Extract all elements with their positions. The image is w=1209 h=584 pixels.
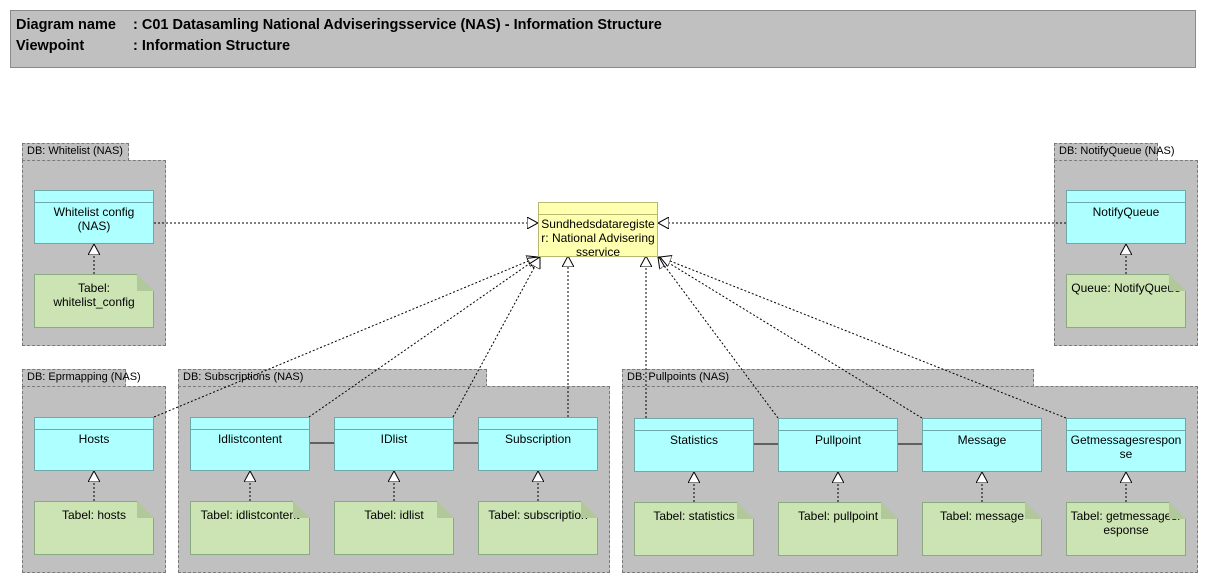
class-header (191, 418, 309, 430)
artifact-hosts[interactable]: Tabel: hosts (34, 501, 154, 555)
class-header (1067, 191, 1185, 203)
class-header (923, 419, 1041, 431)
note-fold-icon (1169, 502, 1186, 519)
central-component-name: Sundhedsdataregister: National Adviserin… (541, 217, 655, 257)
class-name: Hosts (78, 432, 110, 446)
class-name: Message (957, 433, 1007, 447)
note-fold-icon (437, 501, 454, 518)
diagram-name-label: Diagram name (16, 17, 116, 33)
class-idlistcontent[interactable]: Idlistcontent (190, 417, 310, 471)
class-header (35, 418, 153, 430)
artifact-label: Tabel: getmessagesresponse (1070, 509, 1182, 537)
artifact-label: Tabel: idlistcontent (200, 508, 300, 522)
note-fold-icon (737, 502, 754, 519)
note-fold-icon (881, 502, 898, 519)
artifact-getmessagesresponse[interactable]: Tabel: getmessagesresponse (1066, 502, 1186, 556)
artifact-message[interactable]: Tabel: message (922, 502, 1042, 556)
package-tab-whitelist[interactable]: DB: Whitelist (NAS) (22, 143, 129, 161)
central-component-header (539, 203, 657, 215)
diagram-name-row: Diagram name : C01 Datasamling National A… (16, 17, 662, 33)
artifact-label: Tabel: idlist (364, 508, 424, 522)
package-tab-eprmapping[interactable]: DB: Eprmapping (NAS) (22, 369, 141, 387)
note-fold-icon (1025, 502, 1042, 519)
class-name: Whitelist config (NAS) (53, 205, 135, 233)
note-fold-icon (1169, 274, 1186, 291)
package-tab-pullpoints[interactable]: DB: Pullpoints (NAS) (622, 369, 1034, 387)
class-name: IDlist (380, 432, 408, 446)
class-header (479, 418, 597, 430)
note-fold-icon (581, 501, 598, 518)
artifact-label: Tabel: message (939, 509, 1025, 523)
class-subscription[interactable]: Subscription (478, 417, 598, 471)
artifact-pullpoint[interactable]: Tabel: pullpoint (778, 502, 898, 556)
class-name: Pullpoint (814, 433, 862, 447)
artifact-label: Tabel: whitelist_config (53, 281, 135, 309)
class-header (35, 191, 153, 203)
artifact-subscription[interactable]: Tabel: subscription (478, 501, 598, 555)
class-name: Idlistcontent (217, 432, 283, 446)
artifact-label: Tabel: hosts (61, 508, 127, 522)
class-statistics[interactable]: Statistics (634, 418, 754, 472)
viewpoint-label: Viewpoint (16, 38, 85, 54)
class-hosts[interactable]: Hosts (34, 417, 154, 471)
artifact-label: Tabel: statistics (653, 509, 735, 523)
diagram-name-value: : C01 Datasamling National Adviseringsse… (133, 17, 662, 33)
central-component[interactable]: Sundhedsdataregister: National Adviserin… (538, 202, 658, 257)
artifact-notifyqueue[interactable]: Queue: NotifyQueue (1066, 274, 1186, 328)
note-fold-icon (137, 274, 154, 291)
class-name: Subscription (504, 432, 572, 446)
class-header (335, 418, 453, 430)
package-tab-subscriptions[interactable]: DB: Subscriptions (NAS) (178, 369, 487, 387)
class-idlist[interactable]: IDlist (334, 417, 454, 471)
viewpoint-value: : Information Structure (133, 38, 291, 54)
artifact-label: Tabel: pullpoint (797, 509, 879, 523)
class-name: Getmessagesresponse (1070, 433, 1182, 461)
class-notifyqueue[interactable]: NotifyQueue (1066, 190, 1186, 244)
artifact-label: Queue: NotifyQueue (1071, 281, 1181, 295)
artifact-whitelist-config[interactable]: Tabel: whitelist_config (34, 274, 154, 328)
class-header (779, 419, 897, 431)
note-fold-icon (137, 501, 154, 518)
package-tab-notifyqueue[interactable]: DB: NotifyQueue (NAS) (1054, 143, 1175, 161)
note-fold-icon (293, 501, 310, 518)
class-getmessagesresponse[interactable]: Getmessagesresponse (1066, 418, 1186, 472)
class-name: Statistics (669, 433, 718, 447)
class-pullpoint[interactable]: Pullpoint (778, 418, 898, 472)
diagram-header: Diagram name : C01 Datasamling National A… (10, 10, 1196, 68)
artifact-label: Tabel: subscription (488, 508, 588, 522)
class-whitelist-config[interactable]: Whitelist config (NAS) (34, 190, 154, 244)
class-header (635, 419, 753, 431)
class-message[interactable]: Message (922, 418, 1042, 472)
viewpoint-row: Viewpoint : Information Structure (16, 38, 290, 54)
class-header (1067, 419, 1185, 431)
artifact-idlistcontent[interactable]: Tabel: idlistcontent (190, 501, 310, 555)
class-name: NotifyQueue (1092, 205, 1160, 219)
artifact-statistics[interactable]: Tabel: statistics (634, 502, 754, 556)
artifact-idlist[interactable]: Tabel: idlist (334, 501, 454, 555)
